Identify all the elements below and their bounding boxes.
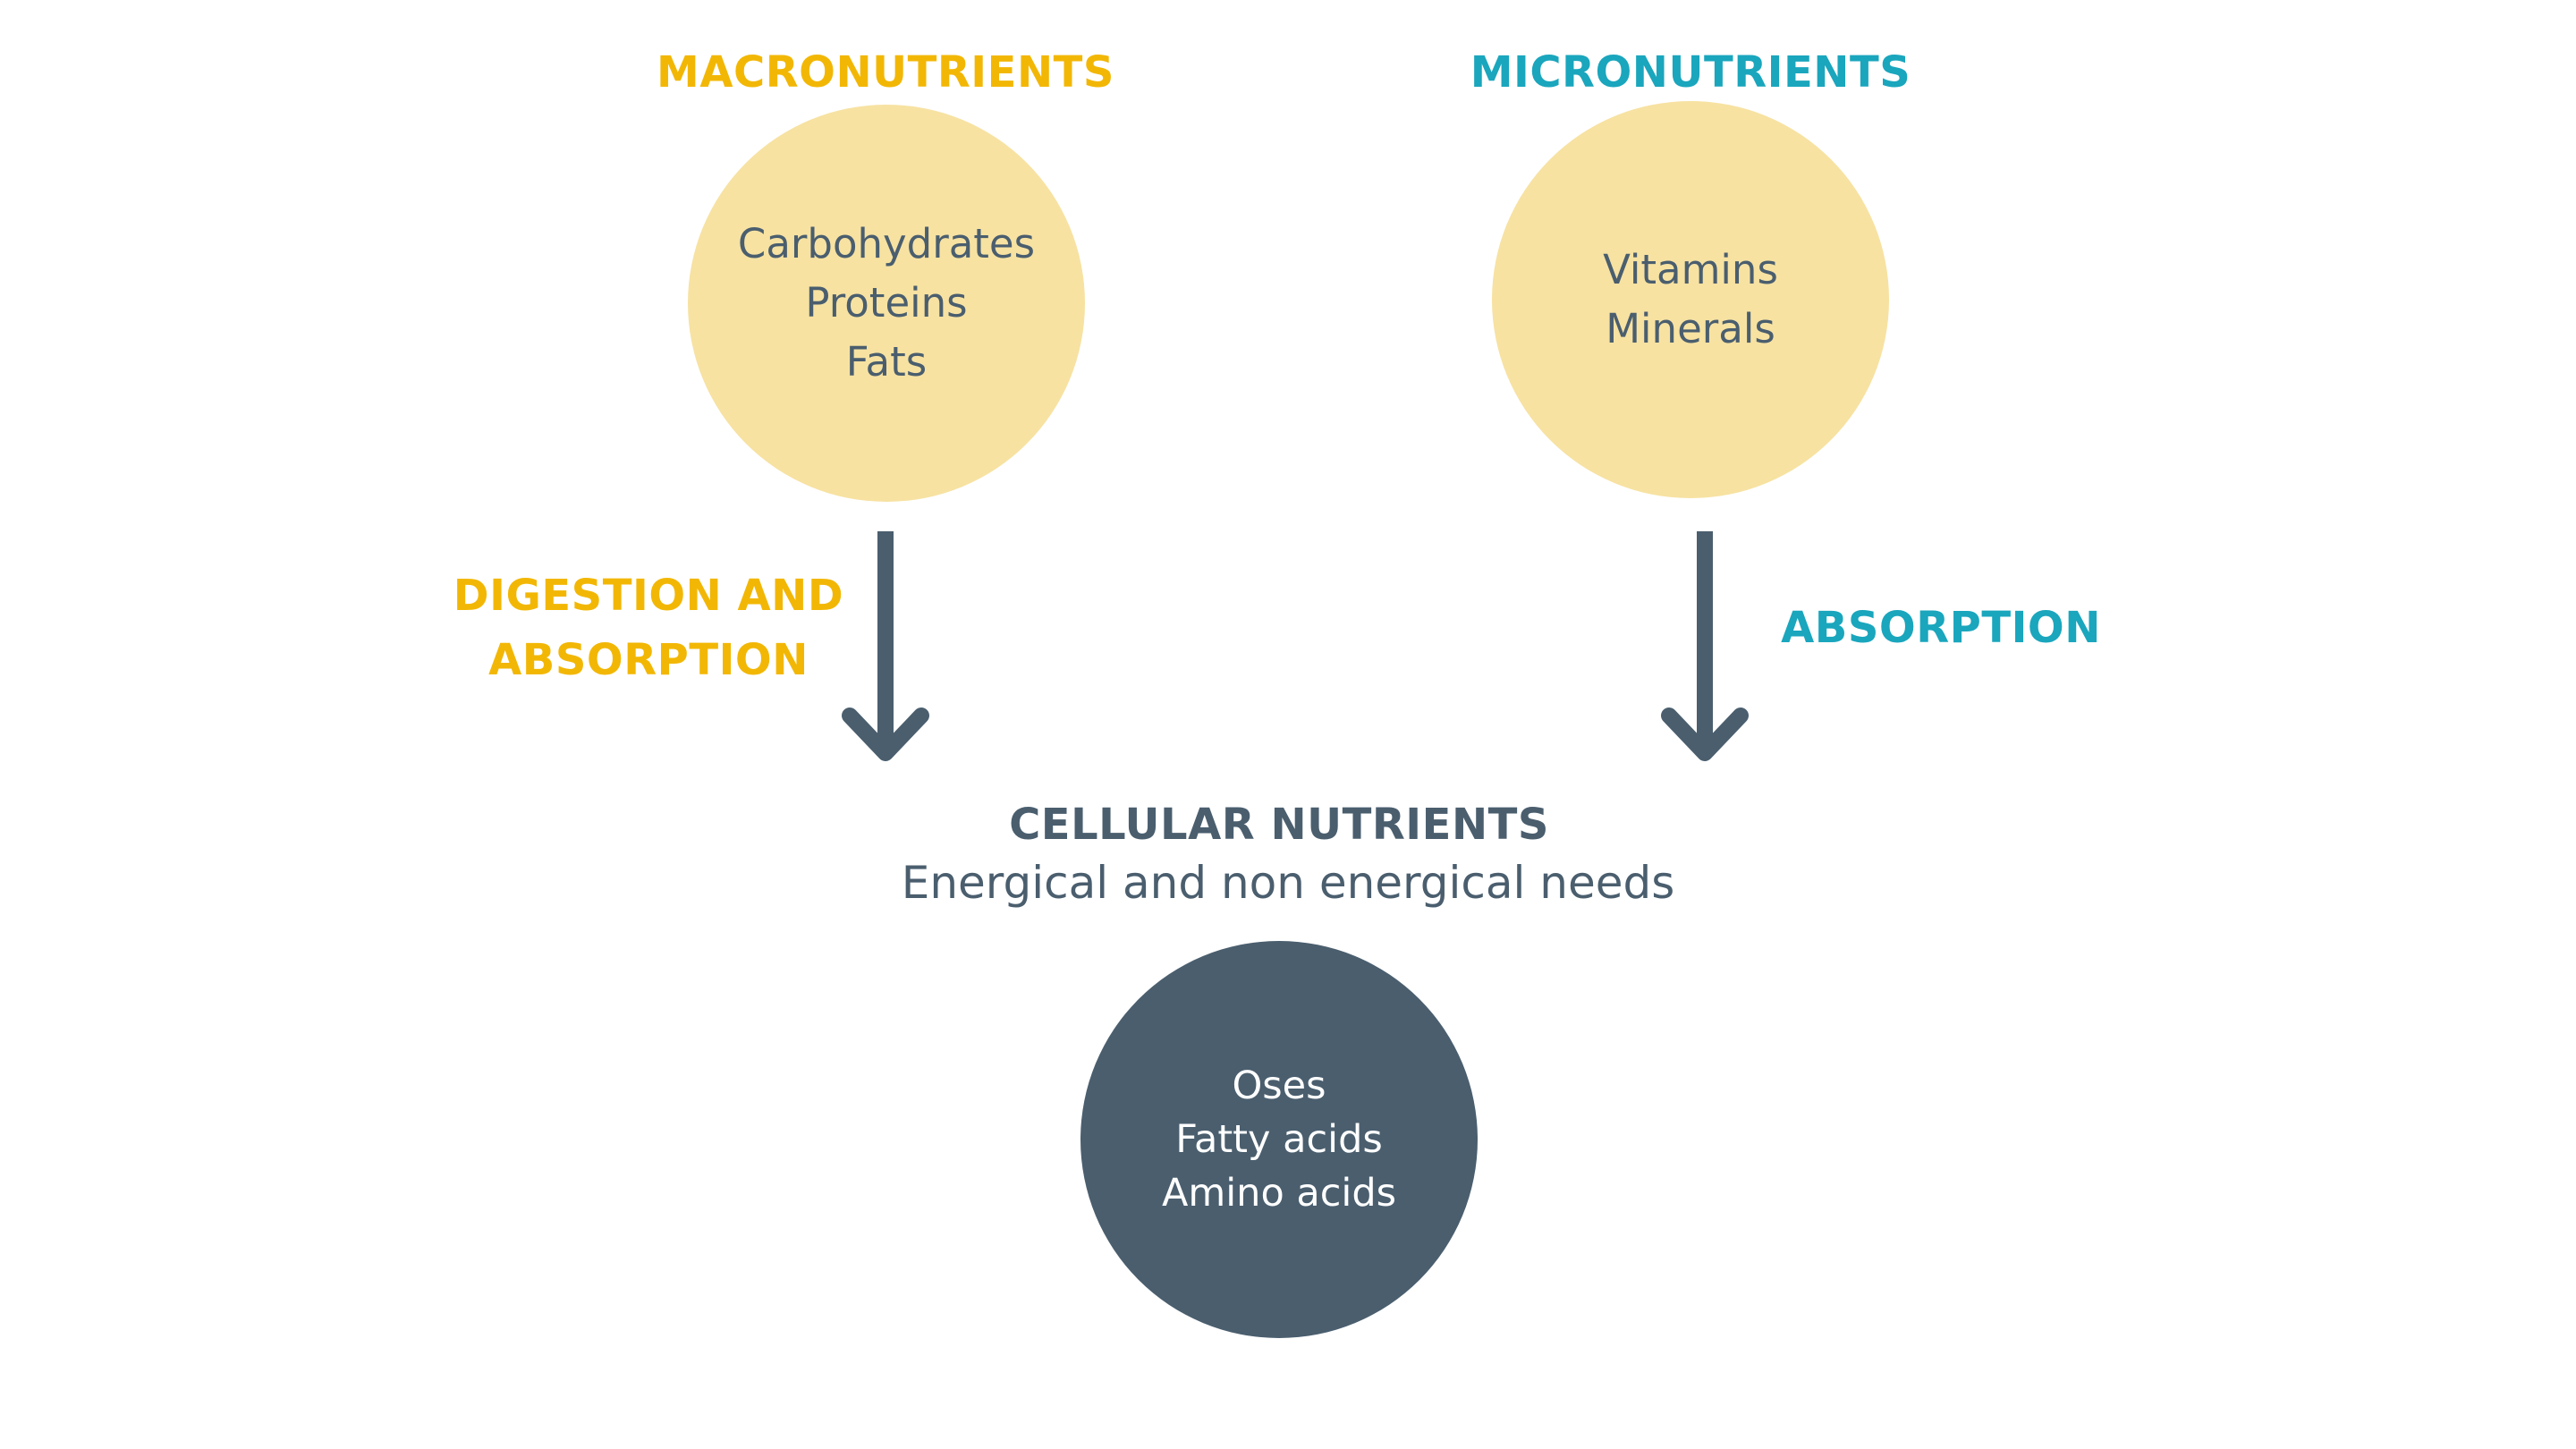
digestion-absorption-line-1: DIGESTION AND xyxy=(453,571,844,621)
digestion-absorption-label: DIGESTION AND ABSORPTION xyxy=(394,564,903,692)
micronutrient-item-vitamins: Vitamins xyxy=(1603,246,1778,293)
cellular-item-oses: Oses xyxy=(1232,1063,1326,1108)
macronutrient-item-fats: Fats xyxy=(845,338,928,386)
cellular-nutrients-title: CELLULAR NUTRIENTS xyxy=(1009,800,1549,850)
digestion-absorption-line-2: ABSORPTION xyxy=(488,635,809,685)
macronutrients-title: MACRONUTRIENTS xyxy=(657,47,1114,97)
macronutrients-circle: Carbohydrates Proteins Fats xyxy=(688,105,1085,502)
macronutrients-down-arrow-icon xyxy=(842,531,929,761)
absorption-label: ABSORPTION xyxy=(1781,603,2101,653)
cellular-item-fatty-acids: Fatty acids xyxy=(1175,1117,1383,1162)
micronutrients-circle: Vitamins Minerals xyxy=(1492,101,1889,498)
cellular-item-amino-acids: Amino acids xyxy=(1161,1171,1397,1216)
micronutrient-item-minerals: Minerals xyxy=(1606,305,1775,352)
macronutrient-item-carbohydrates: Carbohydrates xyxy=(737,220,1036,267)
micronutrients-title: MICRONUTRIENTS xyxy=(1470,47,1911,97)
cellular-nutrients-circle: Oses Fatty acids Amino acids xyxy=(1080,941,1478,1338)
micronutrients-down-arrow-icon xyxy=(1661,531,1749,761)
cellular-nutrients-subtitle: Energical and non energical needs xyxy=(901,857,1675,909)
macronutrient-item-proteins: Proteins xyxy=(805,279,968,326)
